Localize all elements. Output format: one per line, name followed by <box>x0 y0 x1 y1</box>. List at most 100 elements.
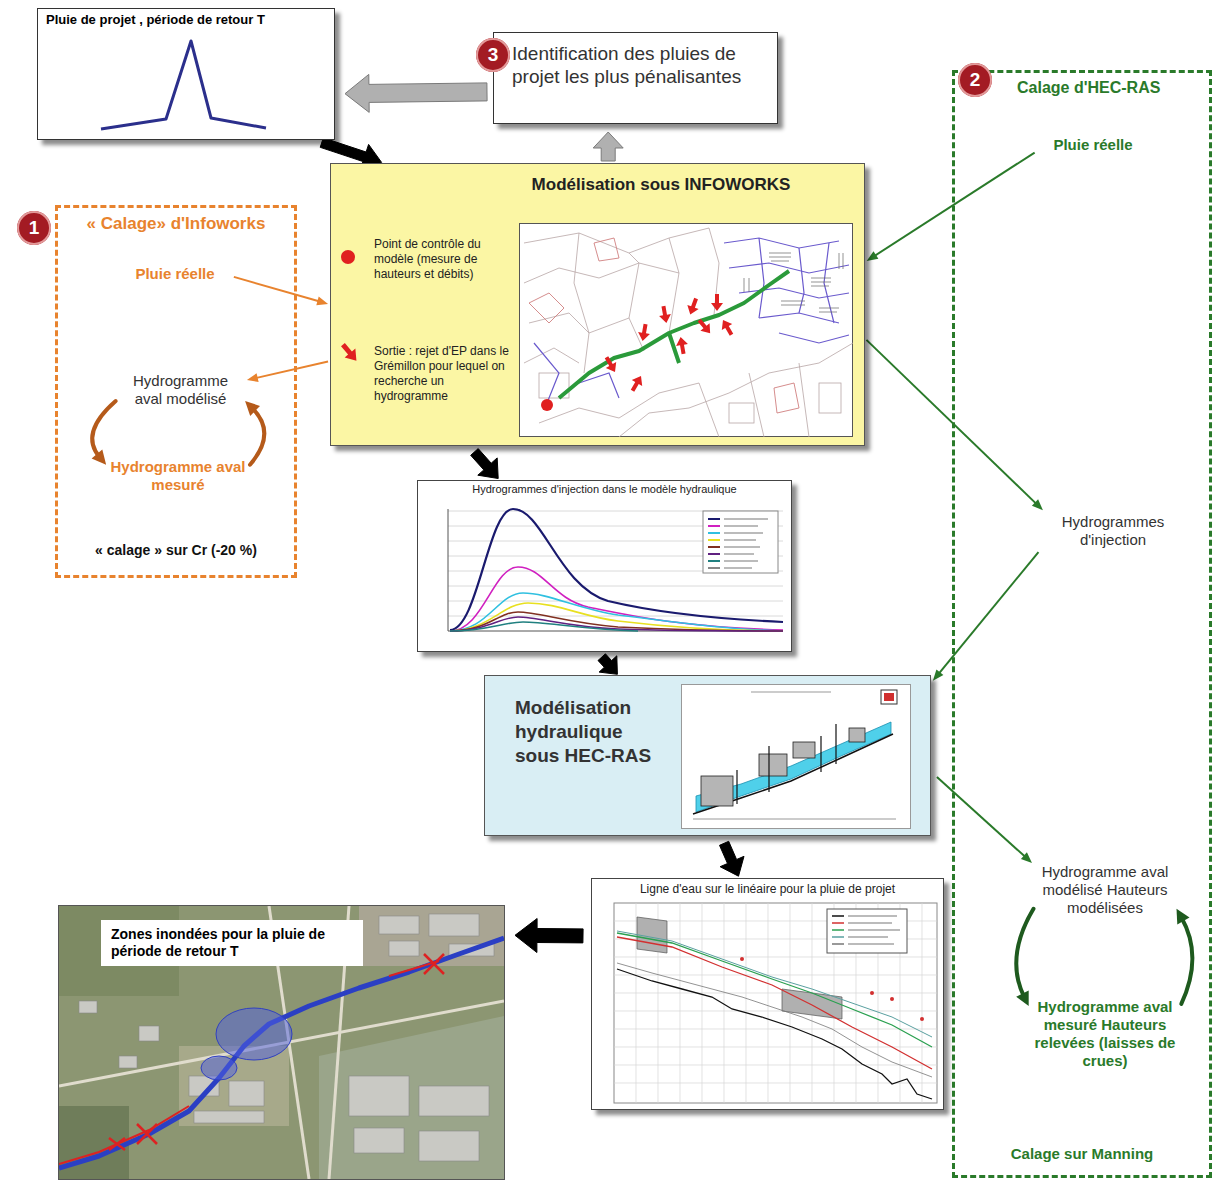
profile-grid-line <box>614 1065 937 1066</box>
connector-curve <box>92 401 115 457</box>
chart-curves-path <box>450 612 783 631</box>
outline-lines-polyline <box>594 238 619 261</box>
parcel-lines-rect <box>819 383 841 413</box>
connector <box>720 841 745 876</box>
chart-grid-line <box>448 616 783 617</box>
block-arrow <box>345 74 487 112</box>
text-node: Hydrogramme aval modélisé <box>118 372 243 408</box>
connector-line <box>254 362 328 379</box>
profile-grid-line <box>614 1047 937 1048</box>
chart-legend-line <box>708 560 720 562</box>
node-text: Hydrogrammes d'injection dans le modèle … <box>418 483 791 496</box>
text-node: Hydrogrammes d'injection <box>1033 513 1193 549</box>
buildings-rect <box>229 1081 264 1106</box>
arrow-head <box>867 251 879 261</box>
legend-text: Point de contrôle du modèle (mesure de h… <box>374 237 514 282</box>
network-map-rect <box>520 224 853 437</box>
buildings-rect <box>389 941 419 956</box>
profile-grid-line <box>614 993 937 994</box>
parcel-lines <box>524 228 853 437</box>
arrow-head <box>1177 909 1190 925</box>
text-node: Hydrogramme aval mesuré Hauteurs relevée… <box>1030 998 1180 1070</box>
outfall-arrows-path <box>675 336 690 355</box>
legend-swatch <box>341 250 355 264</box>
node-text: Modélisation sous INFOWORKS <box>461 175 861 195</box>
buildings-rect <box>349 1076 409 1116</box>
survey-dots-circle <box>740 957 744 961</box>
urban-lines <box>744 253 843 312</box>
survey-dots <box>740 957 924 1021</box>
outfall-arrows-path <box>718 317 737 338</box>
buildings-rect <box>419 1086 489 1116</box>
outfall-arrows-path <box>695 316 715 337</box>
roads <box>59 906 504 1179</box>
chart-legend-line <box>708 567 720 569</box>
node-text: Identification des pluies de projet les … <box>512 43 757 89</box>
profile-legend-line <box>848 936 888 938</box>
outfall-arrows-path <box>637 323 652 342</box>
arrow-head <box>1016 991 1028 1007</box>
arrow-head <box>1032 499 1043 510</box>
buildings-rect <box>194 1111 264 1123</box>
profile-grid-line <box>614 1083 937 1084</box>
text-node: Pluie réelle <box>1038 136 1148 154</box>
model-box: Modélisation hydraulique sous HEC-RAS <box>484 675 931 836</box>
node-text: Calage d'HEC-RAS <box>1017 78 1203 97</box>
arrow-head <box>92 450 107 465</box>
parcel-lines-polyline <box>574 233 589 373</box>
node-text: Pluie de projet , période de retour T <box>46 12 326 28</box>
calibration-group: « Calage» d'Infoworks« calage » sur Cr (… <box>55 205 297 578</box>
hyetogram-figure-polyline <box>101 41 266 129</box>
chart-legend-line <box>724 560 758 562</box>
hyetogram-figure <box>38 9 336 141</box>
block-arrow <box>598 654 617 675</box>
callout-number: 1 <box>17 211 51 245</box>
survey-dots-circle <box>870 991 874 995</box>
profile-legend-line <box>832 922 844 924</box>
chart-legend-line <box>724 546 760 548</box>
hydrograph-chart <box>418 481 791 651</box>
chart-legend-line <box>708 518 720 520</box>
buildings <box>79 914 494 1161</box>
connector <box>598 654 617 675</box>
flood-map-photo-ellipse <box>216 1008 292 1060</box>
parcel-lines-polyline <box>799 363 809 437</box>
profile-legend-line <box>848 922 892 924</box>
outfall-arrows-path <box>685 296 702 316</box>
map-box: Zones inondées pour la pluie de période … <box>58 905 505 1180</box>
chart-legend-line <box>724 525 758 527</box>
roads-line <box>59 1001 504 1086</box>
profile-grid-line <box>768 903 769 1103</box>
node-note: Calage sur Manning <box>955 1145 1209 1163</box>
profile-grid-line <box>724 903 725 1103</box>
main-channel-polyline <box>559 271 789 398</box>
chart-legend-line <box>724 532 763 534</box>
profile-legend-rect <box>827 909 907 953</box>
hecras-profile-figure-line <box>751 691 831 693</box>
parcel-lines-polyline <box>749 373 764 437</box>
buildings-rect <box>139 1026 159 1041</box>
profile-legend-line <box>848 915 897 917</box>
chart-legend-line <box>724 567 752 569</box>
parcel-lines-polyline <box>524 263 679 283</box>
arrow-head <box>245 401 260 416</box>
sewer-network <box>534 238 849 403</box>
bridge-blocks-rect <box>849 728 865 742</box>
node-text: Hydrogramme aval modélisé Hauteurs modél… <box>1035 863 1175 917</box>
block-arrow <box>720 841 745 876</box>
arrow-head <box>247 373 259 382</box>
connector-curve <box>1181 917 1192 1004</box>
text-node: Hydrogramme aval mesuré <box>108 458 248 494</box>
fields-polygon <box>319 1016 504 1179</box>
outfall-arrows-path <box>627 373 646 394</box>
outfall-arrow-symbol-path <box>338 340 362 365</box>
profile-legend-line <box>832 929 844 931</box>
profile-grid-line <box>680 903 681 1103</box>
connector-curve <box>250 408 264 465</box>
chart-curves-path <box>450 509 783 630</box>
arrow-head <box>933 669 944 680</box>
node-text: Pluie réelle <box>120 265 230 283</box>
chart-legend <box>703 511 778 573</box>
chart-grid-line <box>448 586 783 587</box>
